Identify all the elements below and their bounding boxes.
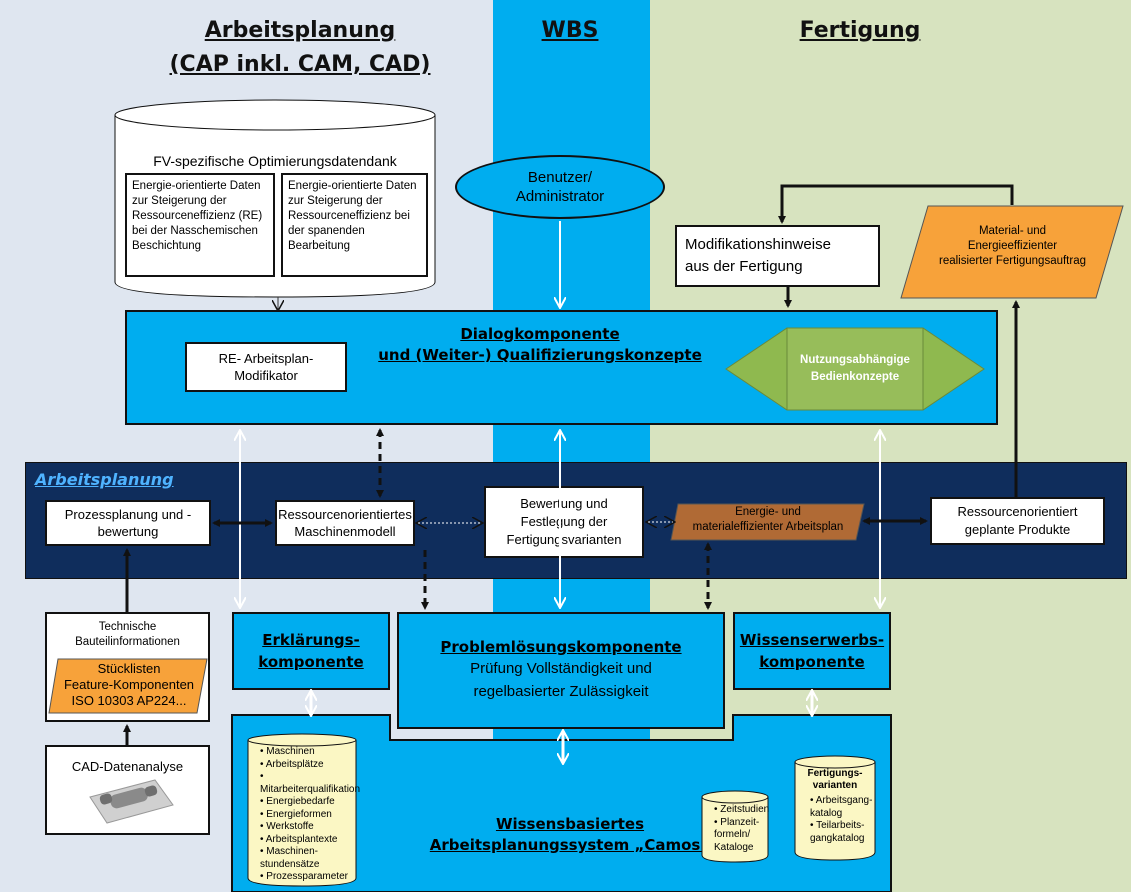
user-administrator: Benutzer/ Administrator: [455, 155, 665, 219]
problem-line2: regelbasierter Zulässigkeit: [473, 683, 649, 700]
cad-box: CAD-Datenanalyse: [45, 745, 210, 835]
technische-items: Stücklisten Feature-Komponenten ISO 1030…: [55, 661, 203, 709]
bedienkonzepte-shape: [725, 327, 985, 411]
db-list1-item: Energiebedarfe: [260, 796, 365, 809]
arbeitsplanung-band-label: Arbeitsplanung: [35, 470, 174, 489]
arbeitsplan-shape: [670, 503, 865, 541]
user-line1: Benutzer/: [527, 169, 593, 186]
problem-line1: Prüfung Vollständigkeit und: [470, 660, 652, 677]
user-line2: Administrator: [515, 188, 605, 205]
dialog-title-line1: Dialogkomponente: [460, 325, 620, 343]
problem-box: [397, 612, 725, 729]
modifikator-line1: RE- Arbeitsplan-: [218, 351, 314, 366]
erklaerung-line2: komponente: [258, 653, 364, 671]
problem-title: Problemlösungskomponente: [440, 638, 682, 656]
produkte-box: Ressourcenorientiert geplante Produkte: [930, 497, 1105, 545]
technische-line2: Bauteilinformationen: [75, 636, 180, 648]
db-list1-item: Arbeitsplantexte: [260, 834, 365, 847]
db-list1-item: Mitarbeiterqualifikation: [260, 771, 365, 796]
technische-item1: Stücklisten: [97, 661, 161, 676]
db-list1-item: Werkstoffe: [260, 821, 365, 834]
auftrag-text: Material- und Energieeffizienter realisi…: [915, 224, 1110, 269]
cad-part-image: [89, 779, 174, 824]
erklaerung-box: Erklärungs- komponente: [232, 612, 390, 690]
db-list-3: Arbeitsgang-katalogTeilarbeits-gangkatal…: [800, 795, 884, 845]
arbeitsplan-line2: materialeffizienter Arbeitsplan: [692, 521, 844, 533]
modifikation-line2: aus der Fertigung: [685, 258, 803, 275]
technische-item3: ISO 10303 AP224...: [71, 693, 187, 708]
auftrag-line2: Energieeffizienter: [967, 240, 1058, 252]
technische-line1: Technische: [98, 621, 157, 633]
modifikator-box: RE- Arbeitsplan- Modifikator: [185, 342, 347, 392]
db-list-3-title: Fertigungs-varianten: [807, 768, 863, 791]
modifikation-box: Modifikationshinweise aus der Fertigung: [675, 225, 880, 287]
db-list1-item: Prozessparameter: [260, 871, 365, 884]
modifikation-line1: Modifikationshinweise: [685, 236, 831, 253]
prozess-box: Prozessplanung und - bewertung: [45, 500, 211, 546]
lane-subtitle-arbeitsplanung: (CAP inkl. CAM, CAD): [169, 52, 431, 77]
db-list3-item: Teilarbeits-gangkatalog: [810, 820, 884, 845]
wissenserwerb-line2: komponente: [759, 653, 865, 671]
db-list1-item: Maschinen: [260, 746, 365, 759]
db-list1-item: Energieformen: [260, 809, 365, 822]
wissen-title-line2: Arbeitsplanungssystem „Camos“: [429, 836, 711, 854]
bedien-line1: Nutzungsabhängige: [800, 354, 910, 366]
db-list-1: MaschinenArbeitsplätzeMitarbeiterqualifi…: [250, 746, 365, 884]
arbeitsplan-text: Energie- und materialeffizienter Arbeits…: [676, 505, 860, 535]
lane-title-fertigung: Fertigung: [799, 18, 921, 43]
wissenserwerb-line1: Wissenserwerbs-: [739, 631, 885, 649]
database-left-box: Energie-orientierte Daten zur Steigerung…: [125, 173, 275, 277]
auftrag-shape: [900, 205, 1124, 299]
wissen-title-line1: Wissensbasiertes: [495, 815, 645, 833]
database-right-box: Energie-orientierte Daten zur Steigerung…: [281, 173, 428, 277]
technische-item2: Feature-Komponenten: [63, 677, 195, 692]
bedien-line2: Bedienkonzepte: [810, 371, 900, 383]
bedienkonzepte-text: Nutzungsabhängige Bedienkonzepte: [790, 352, 920, 386]
lane-title-wbs: WBS: [541, 18, 599, 43]
cad-label: CAD-Datenanalyse: [71, 759, 184, 774]
maschinen-box: Ressourcenorientiertes Maschinenmodell: [275, 500, 415, 546]
db-list1-item: Maschinen-stundensätze: [260, 846, 365, 871]
database-title: FV-spezifische Optimierungsdatendank: [153, 153, 397, 169]
db-list3-item: Arbeitsgang-katalog: [810, 795, 884, 820]
arbeitsplan-line1: Energie- und: [735, 506, 801, 518]
db-list2-item: Planzeit-formeln/ Kataloge: [714, 817, 778, 855]
dialog-title-line2: und (Weiter-) Qualifizierungskonzepte: [378, 346, 702, 364]
auftrag-line3: realisierter Fertigungsauftrag: [938, 255, 1086, 267]
db-list-2: ZeitstudienPlanzeit-formeln/ Kataloge: [704, 804, 778, 854]
db-list2-item: Zeitstudien: [714, 804, 778, 817]
technische-orange-shape: [48, 658, 208, 714]
erklaerung-line1: Erklärungs-: [262, 631, 360, 649]
db-list1-item: Arbeitsplätze: [260, 759, 365, 772]
modifikator-line2: Modifikator: [234, 368, 298, 383]
lane-title-arbeitsplanung: Arbeitsplanung: [204, 18, 396, 43]
auftrag-line1: Material- und: [978, 225, 1047, 237]
